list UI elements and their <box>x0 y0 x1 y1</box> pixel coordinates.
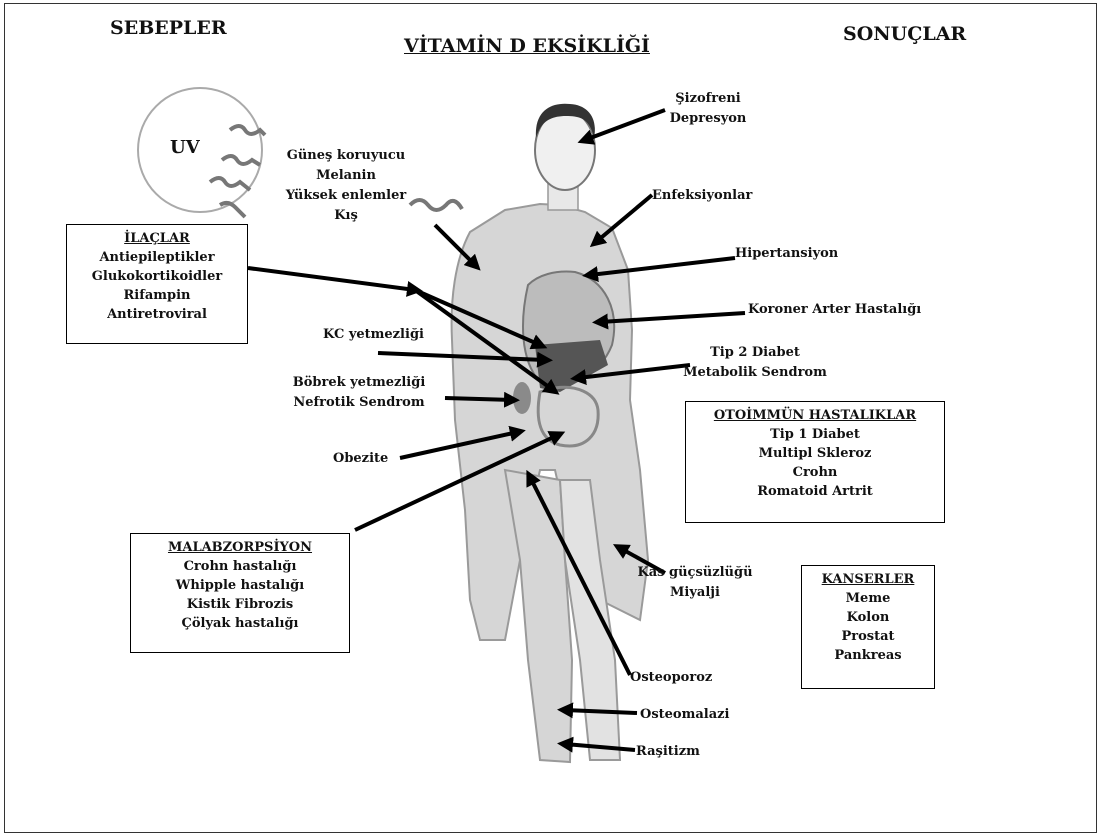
obesity-label: Obezite <box>333 449 388 469</box>
arrow-sun-block <box>435 225 475 265</box>
psych-item: Şizofreni <box>658 89 758 109</box>
drug-item: Antiepileptikler <box>67 248 247 267</box>
diabetes-item: Tip 2 Diabet <box>675 343 835 363</box>
kidney-labels: Böbrek yetmezliği Nefrotik Sendrom <box>274 373 444 413</box>
muscle-item: Kas güçsüzlüğü <box>625 563 765 583</box>
sun-factor-item: Güneş koruyucu <box>266 146 426 166</box>
drugs-title: İLAÇLAR <box>67 229 247 248</box>
kidney-item: Böbrek yetmezliği <box>274 373 444 393</box>
cancers-title: KANSERLER <box>802 570 934 589</box>
arrow-obesity <box>400 432 518 458</box>
arrow-hypertension <box>590 258 735 275</box>
liver-failure-label: KC yetmezliği <box>323 325 424 345</box>
arrow-infections <box>596 195 652 242</box>
rickets-label: Raşitizm <box>636 742 700 762</box>
cancer-item: Kolon <box>802 608 934 627</box>
drug-item: Rifampin <box>67 286 247 305</box>
drug-item: Glukokortikoidler <box>67 267 247 286</box>
autoimmune-item: Multipl Skleroz <box>686 444 944 463</box>
muscle-item: Miyalji <box>625 583 765 603</box>
sun-factor-item: Melanin <box>266 166 426 186</box>
header-causes: SEBEPLER <box>110 18 227 38</box>
osteomalacia-label: Osteomalazi <box>640 705 729 725</box>
infections-label: Enfeksiyonlar <box>652 186 752 206</box>
arrow-kidney <box>445 398 512 400</box>
psych-labels: Şizofreni Depresyon <box>658 89 758 129</box>
cancer-item: Meme <box>802 589 934 608</box>
diabetes-labels: Tip 2 Diabet Metabolik Sendrom <box>675 343 835 383</box>
sun-factors: Güneş koruyucu Melanin Yüksek enlemler K… <box>266 146 426 226</box>
osteoporosis-label: Osteoporoz <box>630 668 712 688</box>
malabsorption-item: Crohn hastalığı <box>131 557 349 576</box>
kidney-item: Nefrotik Sendrom <box>274 393 444 413</box>
uv-label: UV <box>170 138 200 158</box>
arrow-liver <box>378 353 545 360</box>
page-title: VİTAMİN D EKSİKLİĞİ <box>404 36 650 56</box>
arrow-drugs <box>248 268 415 290</box>
cancer-item: Prostat <box>802 627 934 646</box>
malabsorption-item: Whipple hastalığı <box>131 576 349 595</box>
autoimmune-box: OTOİMMÜN HASTALIKLAR Tip 1 Diabet Multip… <box>685 401 945 523</box>
cancers-box: KANSERLER Meme Kolon Prostat Pankreas <box>801 565 935 689</box>
arrow-psych <box>585 110 665 140</box>
coronary-label: Koroner Arter Hastalığı <box>748 300 921 320</box>
hypertension-label: Hipertansiyon <box>735 244 838 264</box>
autoimmune-item: Crohn <box>686 463 944 482</box>
autoimmune-item: Tip 1 Diabet <box>686 425 944 444</box>
arrow-diabetes <box>578 365 690 378</box>
autoimmune-title: OTOİMMÜN HASTALIKLAR <box>686 406 944 425</box>
malabsorption-item: Kistik Fibrozis <box>131 595 349 614</box>
arrow-rickets <box>565 744 635 750</box>
arrow-osteomalacia <box>565 710 637 713</box>
sun-factor-item: Yüksek enlemler <box>266 186 426 206</box>
drugs-box: İLAÇLAR Antiepileptikler Glukokortikoidl… <box>66 224 248 344</box>
autoimmune-item: Romatoid Artrit <box>686 482 944 501</box>
psych-item: Depresyon <box>658 109 758 129</box>
diabetes-item: Metabolik Sendrom <box>675 363 835 383</box>
malabsorption-title: MALABZORPSİYON <box>131 538 349 557</box>
malabsorption-box: MALABZORPSİYON Crohn hastalığı Whipple h… <box>130 533 350 653</box>
arrow-coronary <box>600 313 745 322</box>
arrow-osteoporosis <box>530 477 630 675</box>
cancer-item: Pankreas <box>802 646 934 665</box>
muscle-labels: Kas güçsüzlüğü Miyalji <box>625 563 765 603</box>
malabsorption-item: Çölyak hastalığı <box>131 614 349 633</box>
sun-factor-item: Kış <box>266 206 426 226</box>
drug-item: Antiretroviral <box>67 305 247 324</box>
header-consequences: SONUÇLAR <box>843 24 966 44</box>
